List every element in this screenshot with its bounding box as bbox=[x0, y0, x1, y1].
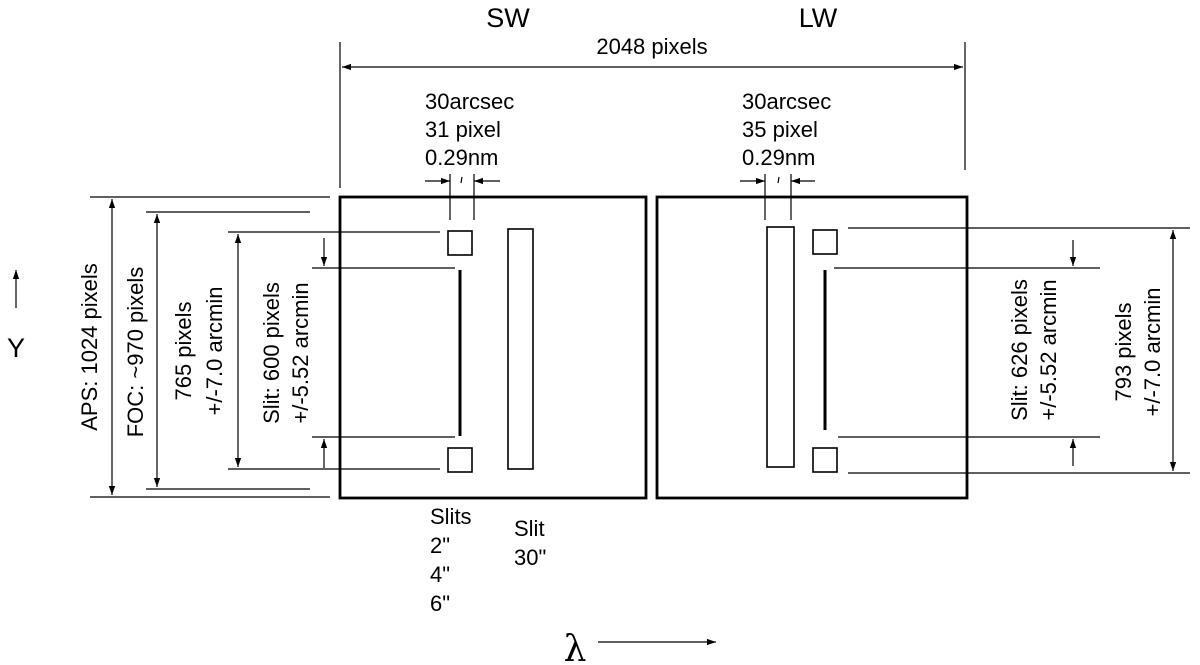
sw-detector-frame bbox=[338, 195, 648, 500]
lw-fov-pixels-label: 793 pixels bbox=[1111, 302, 1136, 401]
foc-label: FOC: ~970 pixels bbox=[123, 267, 148, 438]
left-extension-lines bbox=[90, 196, 455, 498]
slit-4-arcsec-label: 4" bbox=[430, 562, 450, 587]
sw-fov-arcmin-label: +/-7.0 arcmin bbox=[202, 287, 227, 416]
lw-slit-pixels-label: Slit: 626 pixels bbox=[1007, 279, 1032, 421]
lw-fov-arcmin-label: +/-7.0 arcmin bbox=[1140, 288, 1165, 417]
slits-label-title: Slits bbox=[430, 504, 472, 529]
y-axis-label: Y bbox=[7, 333, 25, 363]
lw-detector-label: LW bbox=[799, 3, 838, 33]
lw-bottom-pinhole bbox=[812, 447, 838, 473]
lw-detector-frame bbox=[655, 195, 969, 500]
sw-top-pinhole bbox=[447, 230, 473, 256]
wide-slit-30-arcsec-label: 30" bbox=[514, 545, 546, 570]
lw-slit-width-pixels: 35 pixel bbox=[742, 117, 818, 142]
right-extension-lines bbox=[834, 227, 1190, 474]
sw-wide-slit bbox=[507, 228, 534, 470]
slit-2-arcsec-label: 2" bbox=[430, 533, 450, 558]
sw-slit-width-arcsec: 30arcsec bbox=[425, 89, 514, 114]
sw-fov-pixels-label: 765 pixels bbox=[171, 301, 196, 400]
lw-slit-width-nm: 0.29nm bbox=[742, 145, 815, 170]
sw-bottom-pinhole bbox=[447, 447, 473, 473]
wide-slit-label-title: Slit bbox=[514, 516, 545, 541]
wavelength-axis-label: λ bbox=[564, 629, 587, 665]
sw-detector-label: SW bbox=[486, 3, 530, 33]
aps-label: APS: 1024 pixels bbox=[77, 263, 102, 431]
lw-wide-slit bbox=[766, 226, 795, 468]
slit-6-arcsec-label: 6" bbox=[430, 591, 450, 616]
sw-slit-arcmin-label: +/-5.52 arcmin bbox=[288, 282, 313, 423]
sw-slit-width-nm: 0.29nm bbox=[425, 145, 498, 170]
lw-slit-width-arcsec: 30arcsec bbox=[742, 89, 831, 114]
width-label: 2048 pixels bbox=[596, 34, 707, 59]
width-dimension bbox=[339, 42, 966, 188]
sw-slit-width-pixels: 31 pixel bbox=[425, 117, 501, 142]
lw-slit-arcmin-label: +/-5.52 arcmin bbox=[1036, 279, 1061, 420]
sw-slit-pixels-label: Slit: 600 pixels bbox=[259, 282, 284, 424]
lw-top-pinhole bbox=[812, 229, 838, 255]
